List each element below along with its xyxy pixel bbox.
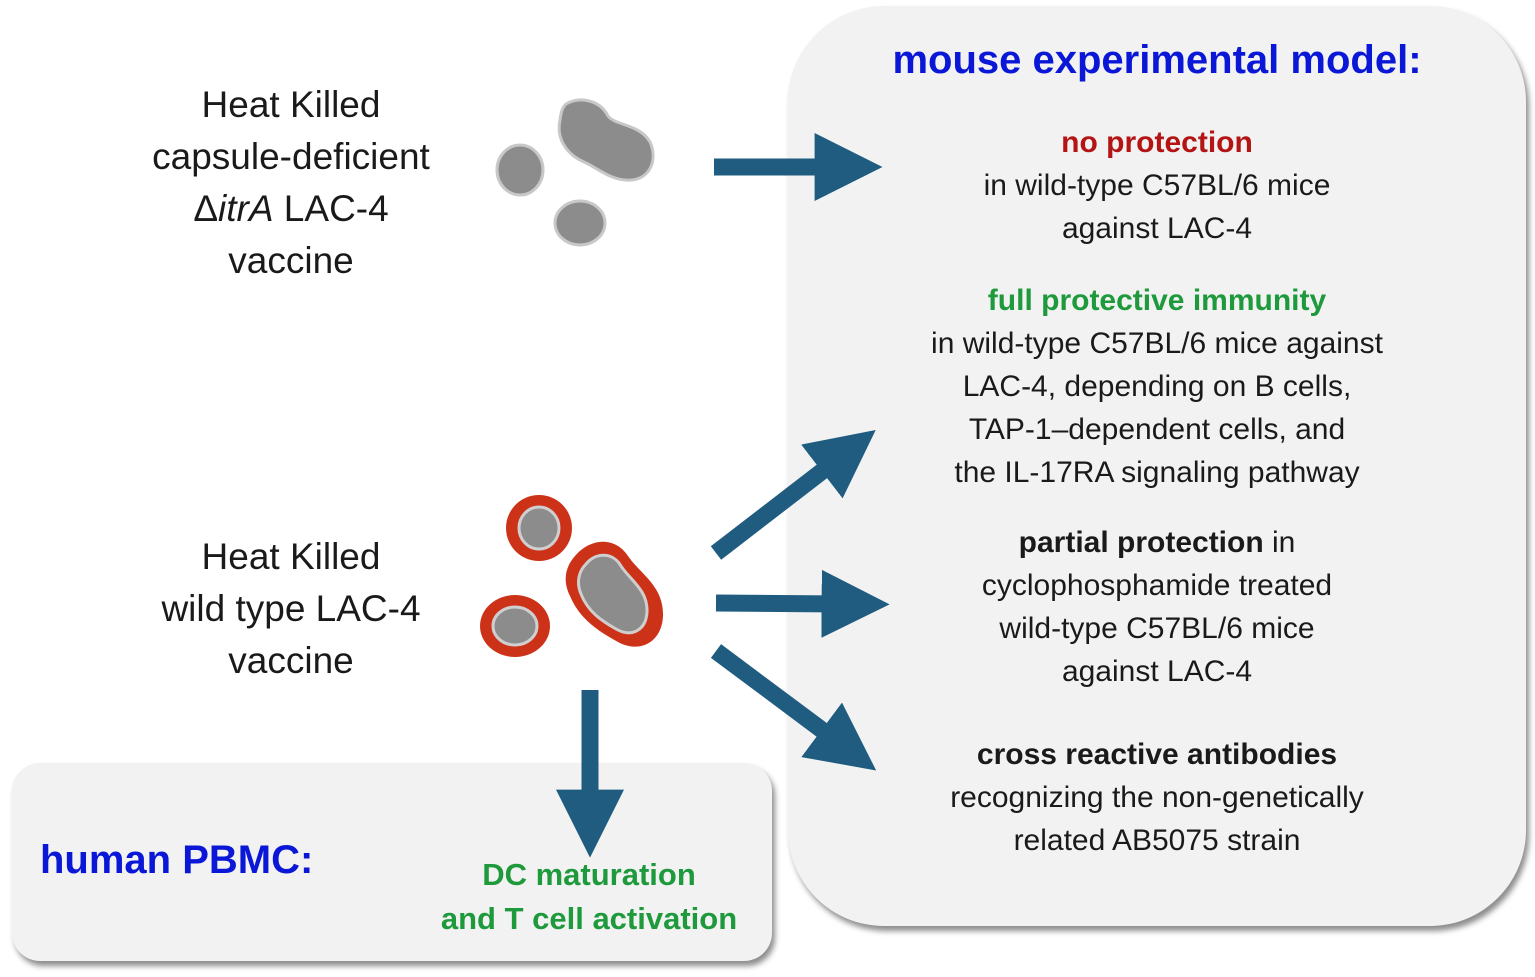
arrow-to-full-protection bbox=[710, 429, 876, 560]
strain-name: LAC-4 bbox=[273, 188, 389, 229]
full-protection-label: full protective immunity bbox=[987, 284, 1327, 317]
no-protection-line1: in wild-type C57BL/6 mice bbox=[983, 169, 1331, 202]
outcome-partial-protection: partial protection in cyclophosphamide t… bbox=[837, 521, 1477, 693]
deficient-vaccine-label: Heat Killed capsule-deficient ΔitrA LAC-… bbox=[81, 79, 501, 287]
outcome-no-protection: no protection in wild-type C57BL/6 mice … bbox=[837, 121, 1477, 250]
partial-protection-line2: wild-type C57BL/6 mice bbox=[999, 612, 1315, 645]
outcome-cross-reactive: cross reactive antibodies recognizing th… bbox=[837, 733, 1477, 862]
deficient-vaccine-line4: vaccine bbox=[228, 240, 354, 281]
arrow-to-partial-protection bbox=[715, 569, 890, 638]
human-result-line2: and T cell activation bbox=[440, 901, 738, 936]
wildtype-vaccine-line1: Heat Killed bbox=[201, 536, 381, 577]
full-protection-line2: LAC-4, depending on B cells, bbox=[962, 370, 1352, 403]
full-protection-line3: TAP-1–dependent cells, and bbox=[968, 413, 1346, 446]
full-protection-line1: in wild-type C57BL/6 mice against bbox=[931, 327, 1383, 360]
no-protection-line2: against LAC-4 bbox=[1061, 212, 1253, 245]
deficient-vaccine-line2: capsule-deficient bbox=[152, 136, 430, 177]
cross-reactive-line1: recognizing the non-genetically bbox=[950, 781, 1364, 814]
wildtype-cell-2 bbox=[491, 605, 539, 647]
partial-protection-line1: cyclophosphamide treated bbox=[981, 569, 1333, 602]
wildtype-cell-1 bbox=[517, 505, 561, 551]
arrows bbox=[556, 133, 890, 858]
human-pbmc-panel bbox=[12, 763, 772, 961]
deficient-vaccine-line1: Heat Killed bbox=[201, 84, 381, 125]
outcome-full-protection: full protective immunity in wild-type C5… bbox=[837, 279, 1477, 494]
deficient-cell-bean bbox=[557, 98, 655, 182]
no-protection-label: no protection bbox=[1061, 126, 1253, 159]
wildtype-cell-bean bbox=[577, 553, 649, 635]
partial-protection-label-rest: in bbox=[1263, 526, 1296, 559]
mouse-panel-title: mouse experimental model: bbox=[892, 38, 1422, 82]
mouse-model-panel bbox=[788, 6, 1526, 926]
human-result-line1: DC maturation bbox=[482, 857, 696, 892]
deficient-cell-round-1 bbox=[495, 143, 545, 197]
partial-protection-header: partial protection in bbox=[837, 521, 1477, 564]
deficient-cell-round-2 bbox=[553, 199, 607, 247]
arrow-to-cross-reactive bbox=[710, 644, 877, 771]
cross-reactive-label: cross reactive antibodies bbox=[976, 738, 1338, 771]
human-result: DC maturation and T cell activation bbox=[418, 853, 760, 941]
partial-protection-label: partial protection bbox=[1018, 526, 1264, 559]
human-panel-title: human PBMC: bbox=[40, 838, 314, 882]
capsule-deficient-cells bbox=[495, 98, 655, 247]
gene-name: itrA bbox=[218, 188, 274, 229]
full-protection-line4: the IL-17RA signaling pathway bbox=[954, 456, 1360, 489]
delta-symbol: Δ bbox=[193, 188, 219, 229]
wildtype-encapsulated-cells bbox=[480, 495, 664, 657]
cross-reactive-line2: related AB5075 strain bbox=[1013, 824, 1301, 857]
wildtype-vaccine-line3: vaccine bbox=[228, 640, 354, 681]
wildtype-vaccine-label: Heat Killed wild type LAC-4 vaccine bbox=[81, 531, 501, 687]
wildtype-vaccine-line2: wild type LAC-4 bbox=[161, 588, 421, 629]
partial-protection-line3: against LAC-4 bbox=[1061, 655, 1253, 688]
deficient-vaccine-line3: ΔitrA LAC-4 bbox=[81, 183, 501, 235]
